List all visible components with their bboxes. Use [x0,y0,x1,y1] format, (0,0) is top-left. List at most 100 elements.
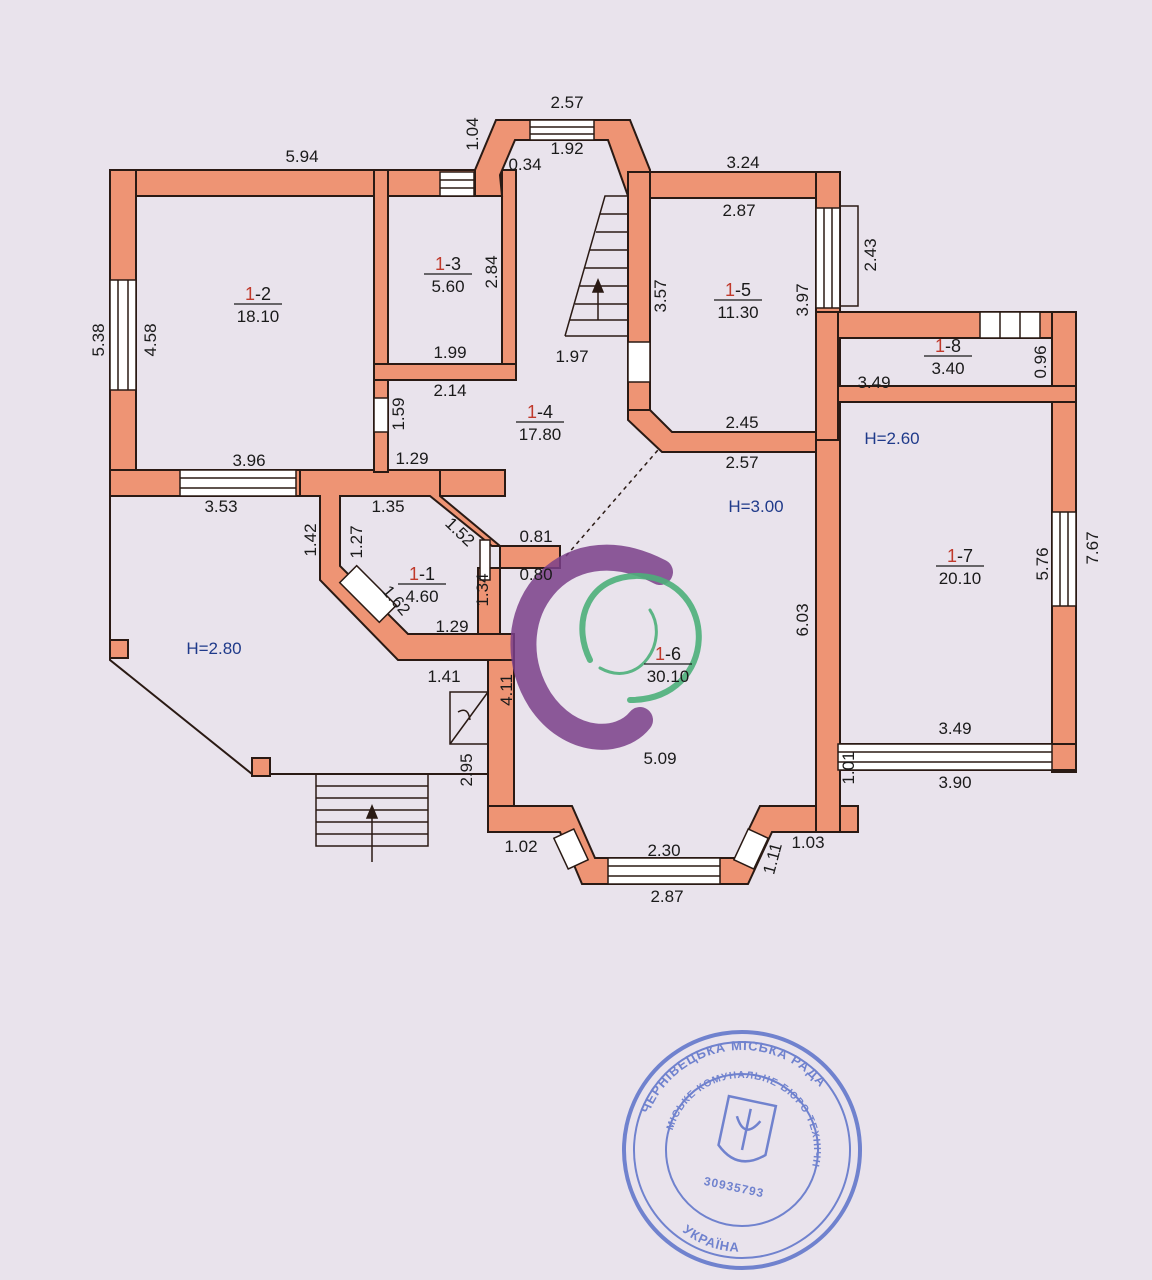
dimension-label: 3.53 [204,497,237,516]
dimension-label: 1.29 [435,617,468,636]
door-1-1-1-6 [479,539,491,581]
window-bay-south [607,857,721,885]
room-id-1-3: 1-3 [435,254,461,274]
door-1-4-west [373,397,389,433]
dimension-label: 1.99 [433,343,466,362]
window-north-1-8 [979,311,1041,339]
dimension-label: 3.96 [232,451,265,470]
wall-north-1-2 [109,169,481,197]
room-id-1-4: 1-4 [527,402,553,422]
window-stair [529,119,595,141]
veranda-post-1 [109,639,129,659]
height-labels: H=2.80 H=3.00 H=2.60 [186,429,919,658]
dimension-label: 1.34 [473,573,492,606]
dimension-label: 3.49 [857,373,890,392]
dimension-label: 1.42 [301,523,320,556]
dimension-label: 1.29 [395,449,428,468]
window-north-1-3 [439,171,475,197]
dimension-label: 5.09 [643,749,676,768]
room-area-1-5: 11.30 [717,303,758,322]
room-area-1-1: 4.60 [405,587,438,606]
dimension-label: 1.92 [550,139,583,158]
dimension-label: 1.03 [791,833,824,852]
porch-stairs [315,773,429,862]
room-area-1-3: 5.60 [431,277,464,296]
window-1-6-bay-left [552,827,590,871]
wall-1-3-east [501,169,517,371]
dimension-label: 3.57 [651,279,670,312]
dimension-label: 0.81 [519,527,552,546]
window-1-1 [338,564,398,624]
room-id-1-6: 1-6 [655,644,681,664]
dimension-label: 2.95 [457,753,476,786]
dimension-label: 2.84 [482,255,501,288]
room-area-1-4: 17.80 [519,425,562,444]
dimension-label: 7.67 [1083,531,1102,564]
watermark-logo [510,544,702,750]
dimension-label: 1.59 [389,397,408,430]
dimension-label: 1.97 [555,347,588,366]
dimension-label: 1.35 [371,497,404,516]
room-id-1-5: 1-5 [725,280,751,300]
dimension-label: 3.90 [938,773,971,792]
dimension-label: 5.38 [89,323,108,356]
dimension-label: 1.01 [839,751,858,784]
room-area-1-6: 30.10 [647,667,690,686]
room-id-1-1: 1-1 [409,564,435,584]
wall-1-8-1-7 [815,385,1077,403]
window-west-1-2 [109,279,137,391]
dimension-label: 2.45 [725,413,758,432]
room-area-1-7: 20.10 [939,569,982,588]
veranda-post-2 [251,757,271,777]
porch-east [839,205,859,307]
dimension-label: 5.76 [1033,547,1052,580]
wall-north-1-5 [627,171,841,199]
wall-1-3-south [373,363,517,381]
staircase [564,195,629,337]
dimension-label: 1.02 [504,837,537,856]
room-area-1-2: 18.10 [237,307,280,326]
wall-bay-south [487,805,859,885]
dimension-label: 0.96 [1031,345,1050,378]
dimension-label: 2.30 [647,841,680,860]
window-east-1-7 [1051,511,1077,607]
wall-east-1-6 [815,439,841,833]
room-labels: 1-1 4.60 1-2 18.10 1-3 5.60 1-4 17.80 1-5 11.30 1-… [234,254,984,686]
dimension-label: 6.03 [793,603,812,636]
dimension-label: 2.87 [650,887,683,906]
dimension-label: 1.27 [347,525,366,558]
windows [109,119,1077,885]
dimension-label: 2.57 [550,93,583,112]
window-east-1-5 [815,207,841,309]
dimension-label: 2.43 [861,238,880,271]
dimension-label: 4.58 [141,323,160,356]
dimension-label: 3.97 [793,283,812,316]
window-1-6-bay-right [732,827,770,871]
room-area-1-8: 3.40 [931,359,964,378]
dimension-label: 3.49 [938,719,971,738]
dimension-label: 4.11 [497,674,516,706]
stamp-emblem [717,1094,778,1163]
room-id-1-2: 1-2 [245,284,271,304]
wall-1-1 [299,469,561,661]
ceiling-height-label: H=2.60 [864,429,919,448]
door-1-4-1-5 [627,341,651,383]
room-id-1-8: 1-8 [935,336,961,356]
dimension-label: 0.34 [508,155,541,174]
dimension-label: 2.87 [722,201,755,220]
dimension-label: 1.41 [427,667,460,686]
dimension-label: 0.80 [519,565,552,584]
room-id-1-7: 1-7 [947,546,973,566]
dimension-label: 2.14 [433,381,466,400]
wall-west-1-6 [487,639,515,833]
window-south-1-7 [837,743,1053,771]
ceiling-height-label: H=3.00 [728,497,783,516]
dimension-label: 5.94 [285,147,318,166]
dimension-label: 1.04 [463,117,482,150]
ceiling-height-label: H=2.80 [186,639,241,658]
window-south-1-2 [179,469,297,497]
